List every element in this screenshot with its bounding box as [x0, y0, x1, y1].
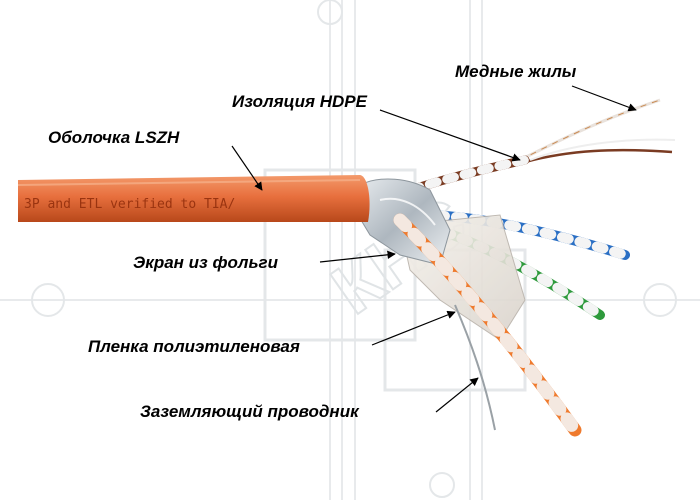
- label-ground-wire: Заземляющий проводник: [140, 402, 359, 421]
- arrow-foil: [319, 250, 396, 263]
- arrow-sheath: [231, 145, 263, 191]
- label-insulation: Изоляция HDPE: [232, 92, 367, 111]
- pair-orange: [393, 213, 582, 437]
- arrow-insulation: [379, 109, 521, 162]
- arrow-copper: [571, 85, 637, 112]
- label-copper-conductors: Медные жилы: [455, 62, 577, 81]
- leader-lines: [231, 85, 637, 413]
- cable-print-text: 3P and ETL verified to TIA/: [24, 197, 235, 212]
- drain-wire: [454, 304, 496, 431]
- label-polyethylene-film: Пленка полиэтиленовая: [88, 337, 300, 356]
- cable-sheath: 3P and ETL verified to TIA/: [17, 175, 370, 222]
- label-sheath: Оболочка LSZH: [48, 128, 180, 147]
- copper-conductors: [519, 98, 676, 164]
- label-foil-shield: Экран из фольги: [133, 253, 278, 272]
- arrow-ground: [435, 377, 479, 413]
- arrow-film: [371, 310, 456, 346]
